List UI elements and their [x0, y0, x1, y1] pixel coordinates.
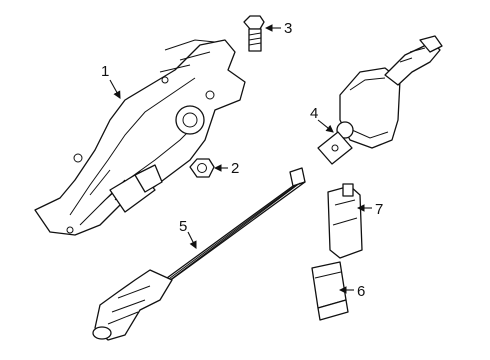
steering-column-housing	[34, 39, 246, 236]
callout-6: 6	[357, 283, 365, 300]
callout-3: 3	[284, 20, 292, 37]
callout-5: 5	[179, 218, 187, 235]
callout-2: 2	[231, 160, 239, 177]
intermediate-shaft	[317, 35, 443, 165]
leader-4	[317, 119, 334, 133]
callout-4: 4	[310, 105, 318, 122]
leader-1	[109, 79, 121, 99]
callout-7: 7	[375, 201, 383, 218]
nut	[189, 158, 215, 178]
callout-1: 1	[101, 63, 109, 80]
leader-5	[187, 231, 197, 249]
steering-lock	[327, 183, 363, 259]
steering-shaft	[92, 167, 306, 341]
control-module	[311, 261, 349, 321]
bolt	[243, 15, 265, 52]
